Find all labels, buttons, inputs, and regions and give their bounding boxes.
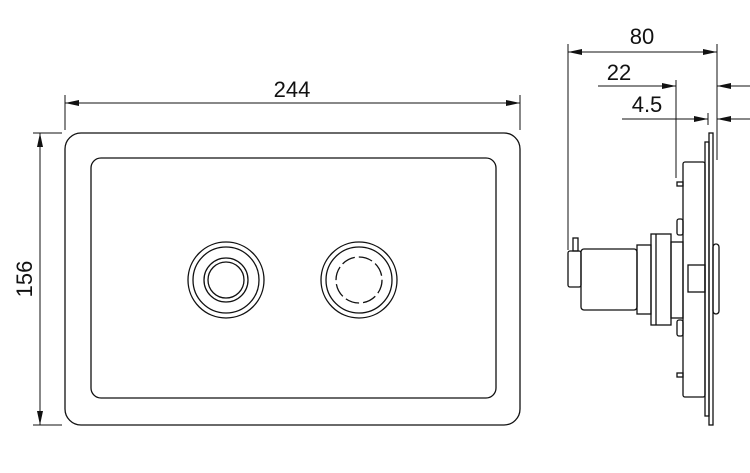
depth-frame-dimension: 4.5 xyxy=(632,92,663,117)
flush-button-right xyxy=(320,241,398,319)
side-view: 80 22 4.5 xyxy=(567,24,750,426)
flush-button-left xyxy=(187,241,265,319)
outer-frame xyxy=(64,132,521,426)
depth-plate-dimension: 22 xyxy=(607,60,631,85)
front-view: 244 156 xyxy=(12,77,521,426)
depth-total-dimension: 80 xyxy=(630,24,654,49)
height-dimension: 156 xyxy=(12,261,37,298)
width-dimension: 244 xyxy=(274,77,311,102)
inner-panel xyxy=(90,157,497,399)
